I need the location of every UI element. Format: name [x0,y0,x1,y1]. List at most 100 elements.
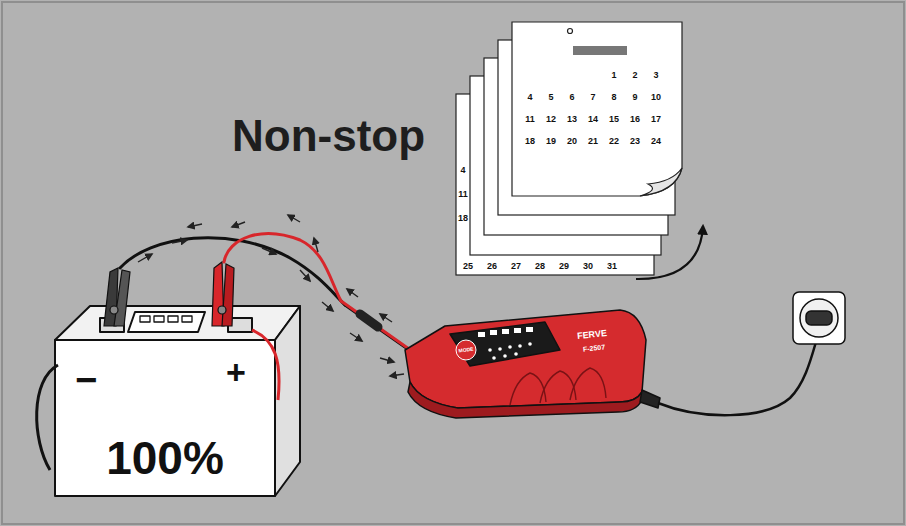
calendar-day: 25 [463,262,473,271]
led [514,352,518,356]
flow-arrow [288,215,300,222]
cell-cap [154,316,164,322]
calendar-day: 17 [651,115,661,124]
flow-arrow [350,333,362,341]
calendar-day: 2 [632,71,637,80]
model-number: F-2507 [583,343,606,352]
clamp-pivot [218,306,226,314]
clamp-jaw [222,264,234,326]
calendar-day: 7 [590,93,595,102]
polarity-sign: − [75,361,97,399]
panel-icon [502,329,509,334]
polarity-sign: + [226,355,246,389]
led [528,342,532,346]
calendar-day: 18 [458,214,468,223]
calendar-day: 14 [588,115,598,124]
page-curl [640,168,682,196]
calendar-day: 16 [630,115,640,124]
calendar-day: 11 [525,115,535,124]
mode-button [456,340,476,360]
socket-face [800,299,838,337]
calendar-day: 28 [535,262,545,271]
flow-arrow [322,302,333,311]
battery-lid [128,312,205,332]
flow-arrow [188,224,202,227]
led [492,356,496,360]
socket-plate [793,292,845,344]
charger-body [405,310,646,408]
calendar-day: 4 [527,93,532,102]
panel-icon [478,332,485,337]
battery-front [55,340,275,496]
led [518,344,522,348]
flow-arrow [232,222,245,227]
calendar [456,22,703,279]
calendar-top-page [512,22,682,196]
red-clamp [212,262,234,326]
flow-arrow [262,248,276,254]
led [508,345,512,349]
panel-icon [514,328,521,333]
flow-arrow [314,238,318,252]
calendar-day: 10 [651,93,661,102]
mains-cord [658,335,818,415]
title: Non-stop [232,114,425,158]
battery-black-lead [37,365,58,470]
battery [37,306,300,496]
clamp-pivot [110,306,118,314]
wall-socket [793,292,845,344]
clamp-jaw [114,270,130,326]
panel-icons [478,327,533,360]
panel-icon [490,330,497,335]
calendar-day: 13 [567,115,577,124]
cell-cap [182,316,192,322]
battery-red-lead [252,330,279,400]
battery-side [275,306,300,496]
flow-arrow [347,289,358,297]
calendar-day: 29 [559,262,569,271]
grip-ridges [510,368,606,405]
plug [806,311,832,325]
red-cable [341,301,409,349]
calendar-day: 1 [611,71,616,80]
charger-base [408,382,642,418]
black-clamp [104,268,130,326]
flow-arrow [300,270,310,281]
calendar-day: 5 [548,93,553,102]
flow-arrow [390,374,404,376]
calendar-day: 31 [607,262,617,271]
flow-arrow [380,358,394,362]
cell-cap [140,316,150,322]
red-cable [224,234,341,301]
fuse-holder [360,314,378,327]
calendar-day: 30 [583,262,593,271]
flow-arrow [380,314,392,322]
calendar-day: 24 [651,137,661,146]
led [488,348,492,352]
grip-ridge [510,373,546,405]
calendar-day: 11 [458,190,468,199]
cell-cap [168,316,178,322]
charger [405,310,660,418]
calendar-day: 19 [546,137,556,146]
control-panel [450,322,560,366]
led [498,347,502,351]
cell-caps [140,316,192,322]
cord-sleeve [640,390,660,408]
current-arrows [138,215,404,376]
calendar-day: 6 [569,93,574,102]
calendar-day: 9 [632,93,637,102]
brand-name: FERVE [577,329,608,341]
calendar-day: 3 [653,71,658,80]
calendar-day: 27 [511,262,521,271]
button-label: MODE [458,346,474,353]
panel-icon [526,327,533,332]
month-header [573,46,627,55]
calendar-day: 21 [588,137,598,146]
flow-arrow [138,254,152,262]
calendar-day: 26 [487,262,497,271]
flow-arrow [172,240,187,243]
led [503,354,507,358]
calendar-day: 20 [567,137,577,146]
